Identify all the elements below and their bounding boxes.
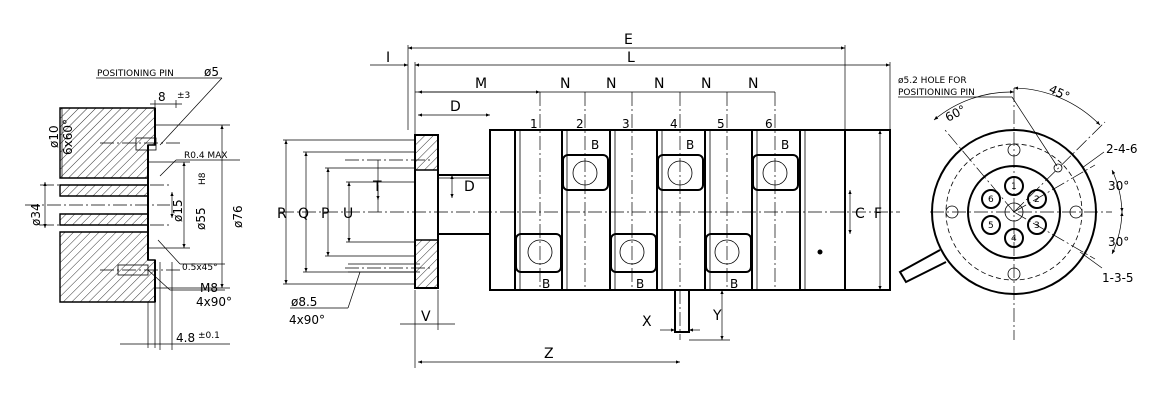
dim-t-label: T <box>372 179 382 195</box>
middle-side-view <box>280 45 900 368</box>
angle-30a-label: 30° <box>1108 179 1129 193</box>
dim-q-label: Q <box>298 206 309 222</box>
dim-d-label-top: D <box>450 99 461 115</box>
dim-n-label-5: N <box>748 76 758 92</box>
tol-3-label: ±3 <box>177 91 190 101</box>
dim-d-label: D <box>464 179 475 195</box>
port-b-label-2: B <box>591 138 599 152</box>
dim-n-label-2: N <box>606 76 616 92</box>
hole-angle-label: 4x90° <box>289 313 325 327</box>
dim-n-label-1: N <box>560 76 570 92</box>
group-even-label: 2-4-6 <box>1106 142 1138 156</box>
group-odd-label: 1-3-5 <box>1102 271 1134 285</box>
port-5-label: 5 <box>988 221 994 231</box>
left-section-view <box>25 77 240 350</box>
channel-6-label: 6 <box>765 117 773 131</box>
angle-6x60-label: 6x60° <box>61 119 75 155</box>
dim-48-label: 4.8 <box>176 331 195 345</box>
lower-ports <box>515 233 752 273</box>
m8-angle-label: 4x90° <box>196 295 232 309</box>
dim-m-label: M <box>475 76 487 92</box>
port-6-label: 6 <box>988 195 994 205</box>
port-3-label: 3 <box>1034 221 1040 231</box>
hole-label-1: ø5.2 HOLE FOR <box>898 76 967 86</box>
right-end-view <box>898 86 1124 340</box>
dia34-label: ø34 <box>29 203 43 226</box>
angle-45-label: 45° <box>1047 82 1072 104</box>
port-b-label-1: B <box>542 277 550 291</box>
hole-label-2: POSITIONING PIN <box>898 88 975 98</box>
dim-f-label: F <box>874 206 882 222</box>
upper-ports <box>562 154 799 191</box>
tol-01-label: ±0.1 <box>198 331 220 341</box>
port-4-label: 4 <box>1011 234 1017 244</box>
dim-z-label: Z <box>544 346 554 362</box>
dim-r-label: R <box>277 206 287 222</box>
hole-dia-label: ø8.5 <box>291 295 317 309</box>
dim-x-label: X <box>642 314 652 330</box>
dim-n-label-4: N <box>701 76 711 92</box>
channel-4-label: 4 <box>670 117 678 131</box>
angle-60-label: 60° <box>943 102 968 124</box>
channel-2-label: 2 <box>576 117 584 131</box>
port-b-label-5: B <box>730 277 738 291</box>
channel-1-label: 1 <box>530 117 538 131</box>
port-2-label: 2 <box>1034 195 1040 205</box>
dia10-label: ø10 <box>47 125 61 148</box>
dia15-label: ø15 <box>171 199 185 222</box>
port-b-label-3: B <box>636 277 644 291</box>
port-b-label-6: B <box>781 138 789 152</box>
port-b-label-4: B <box>686 138 694 152</box>
dia76-label: ø76 <box>231 205 245 228</box>
r04-label: R0.4 MAX <box>184 151 228 161</box>
port-1-label: 1 <box>1011 182 1017 192</box>
dim-p-label: P <box>321 206 329 222</box>
dim-8-label: 8 <box>158 90 166 104</box>
pin-dia-label: ø5 <box>204 65 219 79</box>
dim-v-label: V <box>421 309 431 325</box>
dia55-label: ø55 <box>194 207 208 230</box>
dim-l-label: L <box>627 50 635 66</box>
dim-e-label: E <box>624 32 633 48</box>
dim-n-label-3: N <box>654 76 664 92</box>
dim-u-label: U <box>343 206 353 222</box>
dim-c-label: C <box>855 206 865 222</box>
dim-i-label: I <box>386 50 390 66</box>
dim-y-label: Y <box>712 308 722 324</box>
angle-30b-label: 30° <box>1108 235 1129 249</box>
h8-label: H8 <box>198 172 208 185</box>
chamfer-label: 0.5x45° <box>182 263 218 273</box>
m8-label: M8 <box>200 281 218 295</box>
pin-label: POSITIONING PIN <box>97 69 174 79</box>
channel-5-label: 5 <box>717 117 725 131</box>
channel-3-label: 3 <box>622 117 630 131</box>
